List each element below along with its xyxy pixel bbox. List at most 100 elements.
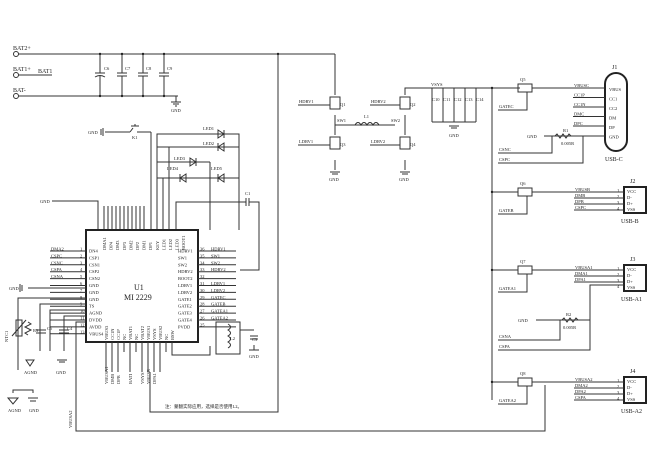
svg-text:4: 4 bbox=[617, 206, 620, 211]
svg-text:LDRV1: LDRV1 bbox=[299, 139, 313, 144]
ic-pin-name: DM1 bbox=[142, 240, 147, 250]
usb-connector[interactable] bbox=[623, 186, 647, 214]
port-net: VBUSA1 bbox=[575, 265, 593, 270]
ic-pin-number: 29 bbox=[200, 295, 205, 300]
ic-pin-name: CC1N bbox=[110, 328, 115, 340]
bat2-label: BAT2+ bbox=[13, 46, 31, 52]
mosfet-q3: Q3 bbox=[329, 136, 346, 150]
svg-text:D+: D+ bbox=[627, 391, 633, 396]
usb-c-connector[interactable] bbox=[604, 72, 628, 152]
wire-frame-left bbox=[149, 54, 279, 413]
ic-pin-name: CC1P bbox=[116, 329, 121, 340]
vsys-caps: VSYS C10 C11 C12 C13 C14 GND bbox=[430, 82, 520, 400]
svg-text:GND: GND bbox=[88, 130, 98, 135]
ic-pin-number: 31 bbox=[200, 281, 205, 286]
ic-pin-name: AVDD bbox=[89, 324, 102, 329]
svg-text:VCC: VCC bbox=[627, 379, 636, 384]
ic-pin-name: VBAT1 bbox=[128, 326, 133, 340]
svg-text:C11: C11 bbox=[443, 97, 450, 102]
ic-pin-name: SW2 bbox=[178, 262, 187, 267]
svg-text:GND: GND bbox=[609, 135, 619, 140]
svg-text:CC1: CC1 bbox=[609, 97, 617, 102]
ic-pin-name: PVDD bbox=[178, 324, 191, 329]
ic-pin-number: 4 bbox=[80, 267, 83, 272]
ic-pin-number: 32 bbox=[200, 274, 205, 279]
ic-pin-net: CSPA bbox=[51, 267, 63, 272]
svg-text:VCC: VCC bbox=[627, 189, 636, 194]
ic-pin-name: VBAT2 bbox=[140, 326, 145, 340]
svg-text:C7: C7 bbox=[125, 66, 131, 71]
ic-bottom-net: VSYS bbox=[140, 372, 145, 384]
gnd-icon: GND bbox=[171, 96, 181, 113]
switch-k1[interactable]: K1 GND bbox=[88, 124, 151, 140]
svg-text:2: 2 bbox=[617, 384, 619, 389]
svg-text:C10: C10 bbox=[432, 97, 440, 102]
ic-pin-name: HDRV1 bbox=[178, 249, 193, 254]
svg-text:NTC1: NTC1 bbox=[4, 331, 9, 342]
svg-text:SW2: SW2 bbox=[391, 118, 400, 123]
gate-net: GATEA1 bbox=[499, 286, 516, 291]
svg-text:USB-A2: USB-A2 bbox=[621, 409, 642, 415]
ic-pin-name: NC bbox=[164, 334, 169, 340]
svg-text:0.005R: 0.005R bbox=[561, 141, 574, 146]
svg-text:VBUS: VBUS bbox=[609, 87, 622, 92]
svg-text:R1: R1 bbox=[563, 128, 568, 133]
ic-bottom-net: VBUSA1 bbox=[104, 366, 109, 384]
ic-pin-name: VBUS4 bbox=[89, 331, 104, 336]
ic-pin-net: GATEA2 bbox=[211, 316, 228, 321]
ic-pin-net: HDRV2 bbox=[211, 267, 226, 272]
terminal-batneg[interactable] bbox=[13, 93, 19, 99]
port-net: VBUSA2 bbox=[575, 377, 593, 382]
ic-pin-name: GATE3 bbox=[178, 311, 192, 316]
ic-pin-net: CSNA bbox=[51, 274, 64, 279]
svg-text:C14: C14 bbox=[476, 97, 484, 102]
svg-text:Q6: Q6 bbox=[520, 181, 526, 186]
led3: LED3 bbox=[174, 156, 197, 167]
usb-connector[interactable] bbox=[623, 376, 647, 404]
legend-grounds: AGND GND bbox=[6, 389, 39, 413]
svg-text:GND: GND bbox=[40, 199, 50, 204]
ic-pin-net: SW2 bbox=[211, 260, 220, 265]
boost-note: 注：蒙翻实际应用，选择是否使用L2。 bbox=[165, 403, 242, 410]
ic-pin-name: VBUS1 bbox=[146, 326, 151, 340]
mosfet-q7 bbox=[517, 265, 533, 275]
ic-pin-name: GATE4 bbox=[178, 318, 192, 323]
svg-text:J3: J3 bbox=[630, 257, 635, 263]
ic-pin-name: TS bbox=[89, 304, 95, 309]
res-r3 bbox=[23, 321, 33, 336]
mosfet-q6 bbox=[517, 187, 533, 197]
svg-text:HDRV1: HDRV1 bbox=[299, 99, 314, 104]
usb-connector[interactable] bbox=[623, 264, 647, 292]
batneg-label: BAT- bbox=[13, 88, 26, 94]
mosfet-q2: Q2 bbox=[399, 96, 416, 110]
ic-pin-number: 8 bbox=[80, 295, 83, 300]
svg-text:3: 3 bbox=[617, 200, 620, 205]
svg-text:C4: C4 bbox=[67, 326, 73, 331]
port-j2: Q6GATEBJ2USB-BVCC1D-2D+3VSS4VBUSBDMBDPBC… bbox=[490, 179, 647, 225]
ic-pin-number: 6 bbox=[80, 281, 83, 286]
svg-text:GND: GND bbox=[399, 177, 409, 182]
vbusa2-label: VBUSA2 bbox=[68, 410, 73, 428]
ic-pin-net: GATEC bbox=[211, 295, 226, 300]
ic-pin-number: 10 bbox=[80, 309, 85, 314]
svg-text:C1: C1 bbox=[245, 191, 250, 196]
svg-text:VCC: VCC bbox=[627, 267, 636, 272]
svg-text:GND: GND bbox=[527, 134, 537, 139]
svg-text:GND: GND bbox=[449, 133, 459, 138]
ic-pin-net: SW1 bbox=[211, 253, 220, 258]
terminal-bat2[interactable] bbox=[13, 51, 19, 57]
terminal-bat1[interactable] bbox=[13, 72, 19, 78]
port-net: DPA2 bbox=[575, 389, 586, 394]
ic-top-pin-stubs: GND bbox=[40, 199, 145, 230]
svg-text:3: 3 bbox=[617, 390, 620, 395]
svg-text:J2: J2 bbox=[630, 179, 635, 185]
mosfet-q8 bbox=[517, 377, 533, 387]
ic-ref: U1 bbox=[134, 283, 144, 292]
svg-text:2: 2 bbox=[617, 272, 619, 277]
ic-pin-name: GND bbox=[89, 297, 99, 302]
ic-pin-number: 36 bbox=[200, 247, 205, 252]
led-array: LED1 LED2 LED3 LED4 LED5 bbox=[156, 126, 240, 230]
